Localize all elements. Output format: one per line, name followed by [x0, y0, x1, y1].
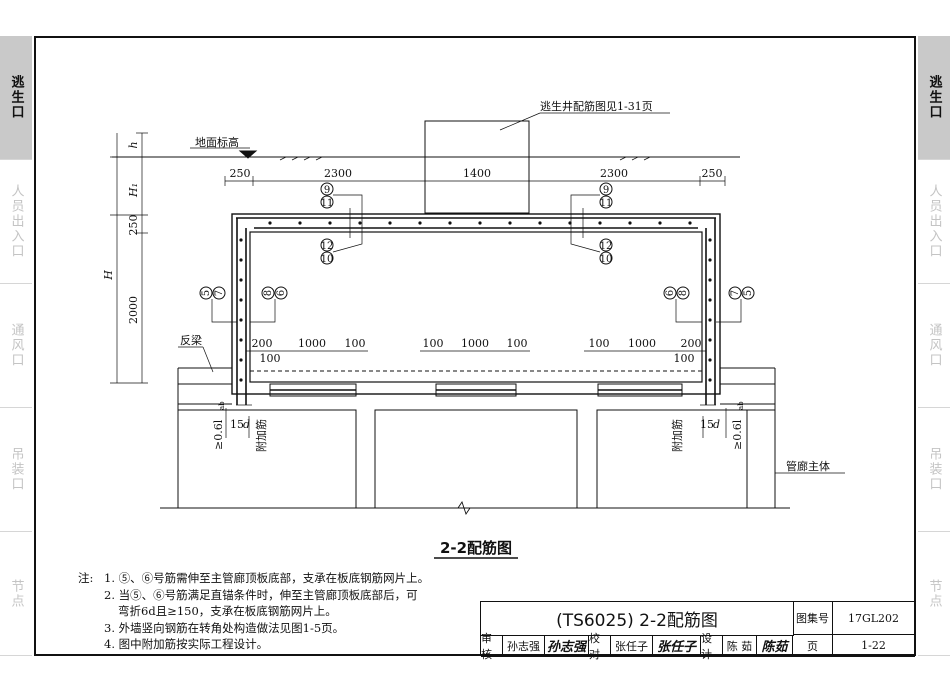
note-4: 4. 图中附加筋按实际工程设计。 [104, 637, 269, 651]
main-body-label: 管廊主体 [786, 459, 830, 473]
dim-2000: 2000 [127, 296, 140, 324]
dim-H: H [102, 270, 115, 281]
mark-12-left: 12 [321, 241, 334, 252]
bar-marks-top-left [599, 182, 613, 265]
dim-top-5: 250 [702, 167, 723, 180]
bar-marks-side [199, 286, 755, 300]
check-name: 张任子 [611, 635, 653, 657]
mark-10-left: 10 [321, 254, 334, 265]
dim-bot-3: 100 [345, 337, 366, 350]
page-no: 1-22 [833, 635, 915, 657]
cell-mid [374, 409, 578, 509]
mark-12-right: 12 [600, 241, 613, 252]
mark-11-left: 11 [321, 198, 334, 209]
tab-node-right[interactable]: 节点 [918, 532, 950, 656]
atlas-no: 17GL202 [833, 602, 915, 635]
mark-9-right: 9 [603, 185, 609, 196]
check-sig: 张任子 [653, 635, 701, 657]
dim-top-1: 250 [230, 167, 251, 180]
dim-h: h [127, 141, 140, 148]
mark-7-b: 7 [730, 290, 741, 296]
dim-bot-7: 100 [507, 337, 528, 350]
design-sig: 陈茹 [757, 635, 793, 657]
dim-bot-6: 1000 [461, 337, 489, 350]
mark-5-b: 5 [743, 290, 754, 296]
dim-bot-8: 100 [589, 337, 610, 350]
drawing-frame [34, 36, 916, 656]
dim-15-left: 15 [230, 418, 244, 431]
dim-top-3: 1400 [463, 167, 491, 180]
tab-hoisting[interactable]: 吊装口 [0, 408, 32, 532]
ground-hatch [279, 156, 651, 161]
atlas-label: 图集号 [793, 602, 833, 635]
beam-label: 反梁 [180, 333, 202, 347]
anchor-left: ≥0.6l [212, 419, 225, 450]
dim-d-left: d [243, 418, 250, 431]
review-label: 审核 [481, 632, 503, 661]
anchor-sub-left: ab [218, 401, 226, 410]
tb-title: (TS6025) 2-2配筋图 [481, 602, 794, 636]
callout-top: 逃生井配筋图见1-31页 [540, 99, 653, 113]
anchor-right: ≥0.6l [731, 419, 744, 450]
tab-personnel-entrance-right[interactable]: 人员出入口 [918, 160, 950, 284]
dim-top-4: 2300 [600, 167, 628, 180]
design-label: 设计 [701, 632, 723, 661]
dim-bot-1: 200 [252, 337, 273, 350]
ground-label: 地面标高 [195, 135, 239, 149]
note-1: 1. ⑤、⑥号筋需伸至主管廊顶板底部，支承在板底钢筋网片上。 [104, 571, 430, 585]
mark-10-right: 10 [600, 254, 613, 265]
side-tabs-right: 逃生口 人员出入口 通风口 吊装口 节点 [918, 36, 950, 656]
note-2: 2. 当⑤、⑥号筋满足直锚条件时，伸至主管廊顶板底部后，可 [104, 587, 418, 602]
anchor-sub-right: ab [737, 401, 745, 410]
dim-bot-10: 200 [681, 337, 702, 350]
mark-8-b: 8 [678, 290, 689, 296]
outer-wall [231, 213, 721, 395]
escape-shaft [424, 120, 530, 214]
dim-bot-9: 1000 [628, 337, 656, 350]
bar-marks-top-right [320, 182, 334, 265]
tab-ventilation[interactable]: 通风口 [0, 284, 32, 408]
dim-bot-11: 100 [674, 352, 695, 365]
note-3: 3. 外墙竖向钢筋在转角处构造做法见图1-5页。 [104, 620, 345, 635]
dim-250-left: 250 [127, 215, 140, 236]
title-block: (TS6025) 2-2配筋图 图集号 17GL202 审核 孙志强 孙志强 校… [480, 601, 915, 661]
tab-node[interactable]: 节点 [0, 532, 32, 656]
ground-level-symbol [238, 150, 258, 159]
inner-wall [249, 231, 703, 383]
tab-escape-exit[interactable]: 逃生口 [0, 36, 32, 160]
drawing-title: 2-2配筋图 [440, 539, 512, 557]
review-sig: 孙志强 [545, 635, 589, 657]
design-name: 陈 茹 [723, 635, 757, 657]
mark-11-right: 11 [600, 198, 613, 209]
mark-6-a: 6 [276, 290, 287, 296]
tab-hoisting-right[interactable]: 吊装口 [918, 408, 950, 532]
notes: 注: 1. ⑤、⑥号筋需伸至主管廊顶板底部，支承在板底钢筋网片上。 2. 当⑤、⑥… [78, 570, 429, 653]
mark-5-a: 5 [201, 290, 212, 296]
side-tabs-left: 逃生口 人员出入口 通风口 吊装口 节点 [0, 36, 32, 656]
dim-bot-2: 1000 [298, 337, 326, 350]
added-bar-right: 附加筋 [670, 419, 684, 452]
dim-bot-4: 100 [260, 352, 281, 365]
note-2-cont: 弯折6d且≥150，支承在板底钢筋网片上。 [118, 604, 337, 618]
mark-8-a: 8 [263, 290, 274, 296]
notes-lead: 注: [78, 571, 94, 585]
rebar-dots [239, 221, 712, 382]
dim-H1: H₁ [127, 183, 140, 198]
review-name: 孙志强 [503, 635, 545, 657]
tab-personnel-entrance[interactable]: 人员出入口 [0, 160, 32, 284]
mark-9-left: 9 [324, 185, 330, 196]
dim-top-2: 2300 [324, 167, 352, 180]
tab-escape-exit-right[interactable]: 逃生口 [918, 36, 950, 160]
dim-bot-5: 100 [423, 337, 444, 350]
added-bar-left: 附加筋 [254, 419, 268, 452]
tab-ventilation-right[interactable]: 通风口 [918, 284, 950, 408]
page-label: 页 [793, 635, 833, 657]
mark-6-b: 6 [665, 290, 676, 296]
dim-d-right: d [713, 418, 720, 431]
dim-15-right: 15 [700, 418, 714, 431]
check-label: 校对 [589, 632, 611, 661]
mark-7-a: 7 [214, 290, 225, 296]
